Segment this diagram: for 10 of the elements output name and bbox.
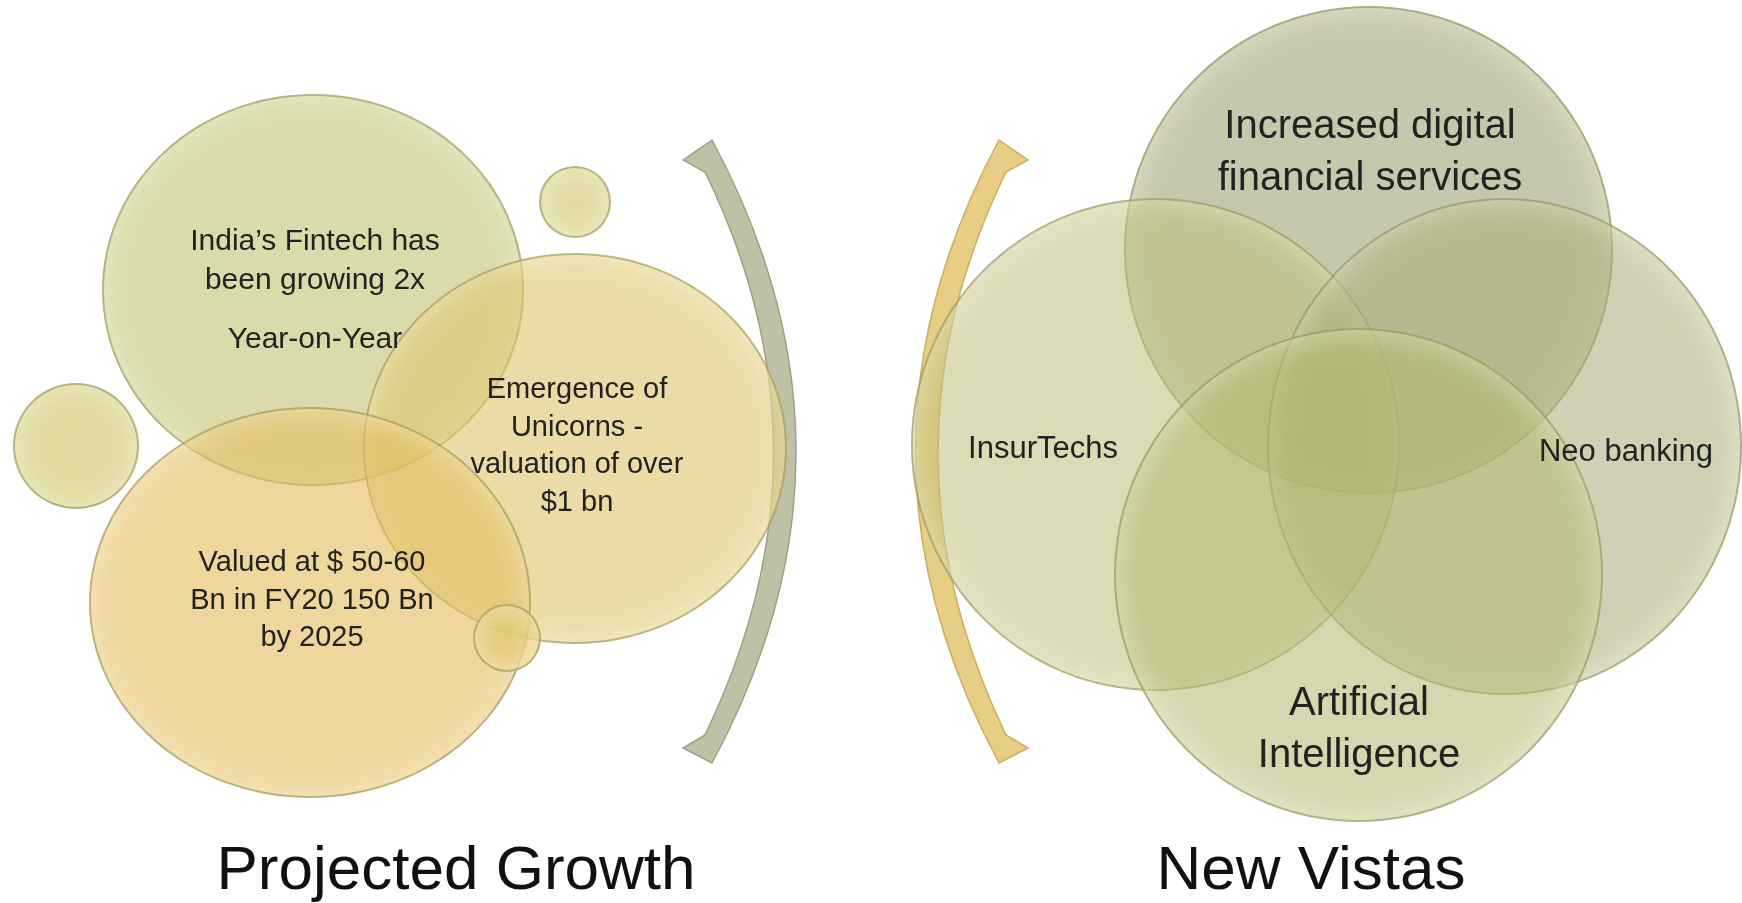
circle-text: Increased digital financial services	[1216, 101, 1524, 200]
circle-text: Year-on-Year	[226, 320, 404, 356]
circle-text: Emergence of Unicorns - valuation of over $1 bn	[469, 371, 685, 520]
group-title: Projected Growth	[216, 832, 696, 903]
circle-text: Neo banking	[1537, 432, 1715, 470]
circle-text: Artificial Intelligence	[1256, 678, 1462, 777]
group-title: New Vistas	[1156, 832, 1466, 903]
circle-text: InsurTechs	[967, 429, 1119, 467]
circle-text: India’s Fintech has been growing 2x	[189, 222, 441, 297]
circle-text: Valued at $ 50-60 Bn in FY20 150 Bn by 2025	[189, 544, 435, 655]
